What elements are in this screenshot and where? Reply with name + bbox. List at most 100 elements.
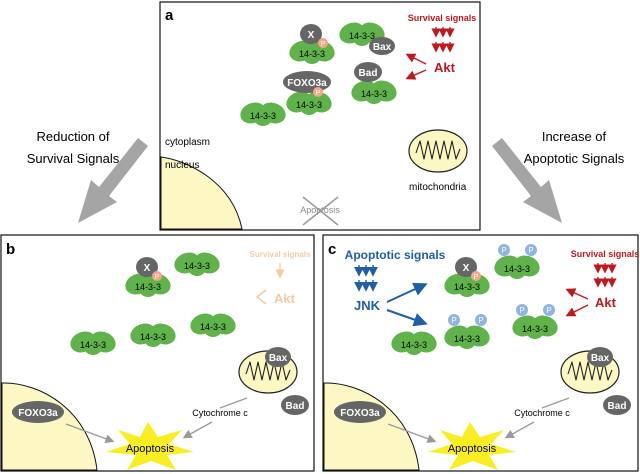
- cytochrome-to-apoptosis-arrow: [182, 421, 213, 439]
- protein-bax: [369, 37, 395, 55]
- phospho-group-blue: [448, 314, 460, 326]
- phospho-group-blue: [498, 244, 510, 256]
- phospho-group-blue: [543, 304, 555, 316]
- protein-bax-label: Bax: [591, 353, 610, 364]
- phospho-label: P: [155, 274, 160, 281]
- protein-x-label: X: [308, 30, 315, 41]
- apoptosis-cross-2: [302, 196, 339, 226]
- phospho-group: [313, 87, 323, 97]
- akt-arrow-down: [565, 304, 589, 317]
- phospho-label: P: [316, 90, 321, 97]
- protein-bad-label: Bad: [359, 68, 378, 79]
- protein-14-3-3-label: 14-3-3: [522, 324, 548, 334]
- cytochrome-c-arrow: [541, 397, 570, 409]
- protein-14-3-3-label: 14-3-3: [401, 340, 427, 350]
- protein-14-3-3-label: 14-3-3: [184, 261, 210, 271]
- phospho-label: P: [519, 306, 524, 315]
- survival-signals-label: Survival signals: [571, 249, 640, 259]
- protein-bad-label: Bad: [608, 401, 627, 412]
- transition-right-line-2: Apoptotic Signals: [524, 151, 625, 166]
- protein-foxo3a-label: FOXO3a: [340, 408, 380, 419]
- panel-c: c FOXO3a Apoptotic signals JNK 14-3-3 X …: [322, 234, 640, 472]
- panel-a-letter: a: [165, 7, 174, 24]
- akt-arrow: [255, 289, 267, 305]
- akt-label: Akt: [434, 60, 456, 75]
- cytochrome-to-apoptosis-arrow: [504, 421, 535, 439]
- protein-bax: [265, 347, 291, 367]
- akt-arrow-up: [565, 288, 589, 300]
- foxo3a-to-apoptosis-arrow: [65, 423, 115, 444]
- cytochrome-c-arrow: [219, 397, 248, 409]
- phospho-group: [318, 38, 328, 48]
- protein-bad: [281, 395, 309, 415]
- transition-right-arrow: [492, 138, 562, 223]
- phospho-group: [152, 271, 162, 281]
- mitochondrion: [408, 129, 468, 173]
- nucleus: [160, 156, 243, 230]
- phospho-label: P: [501, 246, 506, 255]
- protein-x-label: X: [463, 263, 470, 274]
- protein-x: [136, 257, 158, 277]
- apoptosis-star: [428, 422, 516, 470]
- protein-x-label: X: [144, 263, 151, 274]
- protein-14-3-3-label: 14-3-3: [361, 89, 387, 99]
- phospho-label: P: [478, 316, 483, 325]
- transition-left-arrow: [78, 138, 148, 223]
- akt-label: Akt: [274, 291, 296, 306]
- protein-14-3-3-label: 14-3-3: [454, 282, 480, 292]
- jnk-label: JNK: [354, 298, 381, 313]
- protein-foxo3a: [12, 401, 64, 423]
- transition-left-line-1: Reduction of: [37, 129, 110, 144]
- protein-foxo3a-label: FOXO3a: [287, 78, 327, 89]
- protein-14-3-3-label: 14-3-3: [299, 49, 325, 59]
- phospho-label: P: [451, 316, 456, 325]
- phospho-group: [471, 271, 481, 281]
- protein-14-3-3-label: 14-3-3: [200, 322, 226, 332]
- phospho-label: P: [528, 246, 533, 255]
- transition-right-line-1: Increase of: [542, 129, 607, 144]
- protein-bax-label: Bax: [373, 42, 392, 53]
- phospho-group-blue: [516, 304, 528, 316]
- transition-left: Reduction of Survival Signals: [27, 129, 148, 223]
- apoptosis-label: Apoptosis: [448, 443, 497, 455]
- apoptosis-star: [106, 422, 194, 470]
- protein-foxo3a: [334, 401, 386, 423]
- akt-arrow-to-bad: [405, 69, 427, 80]
- panel-c-letter: c: [328, 241, 336, 258]
- protein-foxo3a-label: FOXO3a: [18, 408, 58, 419]
- survival-signals-label: Survival signals: [250, 250, 311, 259]
- transition-left-line-2: Survival Signals: [27, 151, 120, 166]
- phospho-label: P: [321, 41, 326, 48]
- protein-14-3-3-label: 14-3-3: [140, 332, 166, 342]
- phospho-group-blue: [475, 314, 487, 326]
- phospho-group-blue: [525, 244, 537, 256]
- protein-bad-label: Bad: [286, 401, 305, 412]
- protein-x: [455, 257, 477, 277]
- apoptosis-label: Apoptosis: [126, 443, 175, 455]
- akt-arrow-to-bax: [405, 53, 427, 65]
- protein-bad: [354, 62, 382, 82]
- protein-14-3-3-label: 14-3-3: [454, 334, 480, 344]
- protein-bax-label: Bax: [269, 353, 288, 364]
- cytoplasm-label: cytoplasm: [165, 137, 210, 148]
- nucleus-label: nucleus: [165, 160, 199, 171]
- jnk-arrow-up: [386, 282, 428, 303]
- protein-14-3-3-label: 14-3-3: [296, 100, 322, 110]
- panel-b: b FOXO3a 14-3-3 X P 14-3-3 14-3-3 14-3-3…: [0, 234, 315, 472]
- transition-right: Increase of Apoptotic Signals: [492, 129, 625, 223]
- panel-b-letter: b: [6, 241, 15, 258]
- foxo3a-to-apoptosis-arrow: [387, 423, 437, 444]
- protein-14-3-3-label: 14-3-3: [135, 282, 161, 292]
- phospho-label: P: [474, 274, 479, 281]
- protein-14-3-3-label: 14-3-3: [250, 111, 276, 121]
- jnk-arrow-down: [386, 309, 428, 327]
- protein-14-3-3-label: 14-3-3: [80, 340, 106, 350]
- phospho-label: P: [546, 306, 551, 315]
- protein-14-3-3-label: 14-3-3: [504, 264, 530, 274]
- survival-signals-label: Survival signals: [408, 13, 477, 23]
- protein-x: [300, 24, 322, 44]
- akt-label: Akt: [595, 295, 617, 310]
- protein-bad: [603, 395, 631, 415]
- cytochrome-c-label: Cytochrome c: [514, 408, 570, 418]
- protein-bax: [587, 347, 613, 367]
